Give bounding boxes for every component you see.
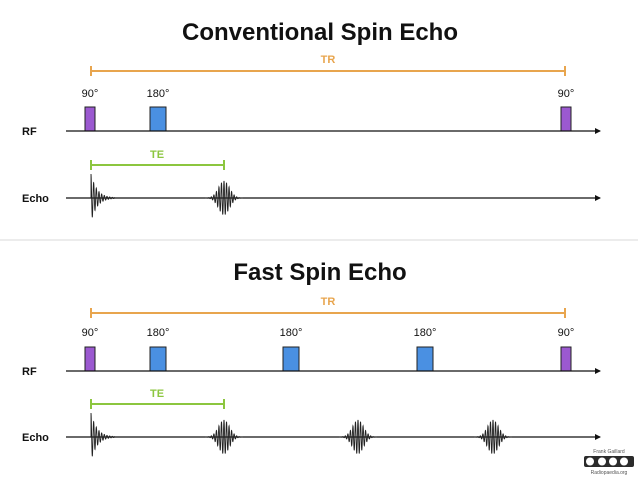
echo-signal xyxy=(474,419,512,454)
tr-label: TR xyxy=(321,296,336,308)
te-interval: TE xyxy=(90,388,225,409)
rf-pulse-90 xyxy=(84,106,96,132)
credit-block: Frank Gaillard Radiopaedia.org xyxy=(584,449,634,476)
pulse-label-180: 180° xyxy=(280,327,303,339)
rf-pulse-90 xyxy=(560,106,572,132)
source-credit: Radiopaedia.org xyxy=(591,470,628,476)
rf-axis-label: RF xyxy=(22,366,37,378)
rf-pulse-90 xyxy=(560,346,572,372)
pulse-label-90: 90° xyxy=(558,327,575,339)
pulse-label-180: 180° xyxy=(147,327,170,339)
te-label: TE xyxy=(150,149,164,161)
pulse-label-180: 180° xyxy=(414,327,437,339)
echo-signal xyxy=(205,180,243,215)
pulse-label-90: 90° xyxy=(82,88,99,100)
rf-pulse-180 xyxy=(416,346,434,372)
pulse-label-180: 180° xyxy=(147,88,170,100)
echo-axis-label: Echo xyxy=(22,432,49,444)
rf-axis-label: RF xyxy=(22,126,37,138)
tr-interval: TR xyxy=(90,54,566,76)
echo-signal xyxy=(205,419,243,454)
fid-signal xyxy=(90,412,116,457)
rf-pulse-90 xyxy=(84,346,96,372)
tr-label: TR xyxy=(321,54,336,66)
echo-axis-label: Echo xyxy=(22,193,49,205)
panel-title: Fast Spin Echo xyxy=(233,259,406,286)
panel-conventional-spin-echo: Conventional Spin Echo TR 90° 180° 90° R… xyxy=(22,19,601,218)
rf-pulse-180 xyxy=(149,106,167,132)
panel-title: Conventional Spin Echo xyxy=(182,19,458,46)
author-credit: Frank Gaillard xyxy=(593,449,625,455)
pulse-label-90: 90° xyxy=(558,88,575,100)
te-interval: TE xyxy=(90,149,225,170)
rf-pulse-180 xyxy=(282,346,300,372)
fid-signal xyxy=(90,173,116,218)
creative-commons-by-nc-sa-icon xyxy=(584,456,634,467)
panel-fast-spin-echo: Fast Spin Echo TR 90° 180° 180° 180° 90°… xyxy=(22,259,601,457)
rf-pulse-180 xyxy=(149,346,167,372)
te-label: TE xyxy=(150,388,164,400)
tr-interval: TR xyxy=(90,296,566,318)
echo-signal xyxy=(339,419,377,454)
pulse-label-90: 90° xyxy=(82,327,99,339)
